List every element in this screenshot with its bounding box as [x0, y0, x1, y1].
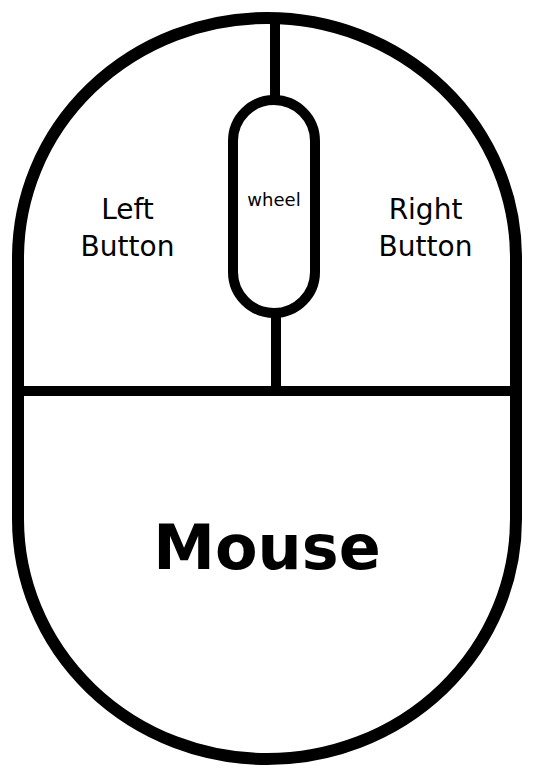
right-button: Right Button — [328, 150, 523, 306]
mouse-outline — [18, 18, 516, 759]
left-button: Left Button — [30, 150, 225, 306]
scroll-wheel: wheel — [228, 95, 320, 318]
divider-line — [22, 386, 512, 396]
part-label: Left Button — [81, 191, 175, 265]
button-split-line — [271, 313, 281, 391]
button-split-line — [270, 20, 280, 100]
device-label: Mouse — [0, 510, 534, 586]
part-label: wheel — [247, 189, 300, 211]
wheel-outline — [233, 100, 315, 313]
part-label: Right Button — [379, 191, 473, 265]
